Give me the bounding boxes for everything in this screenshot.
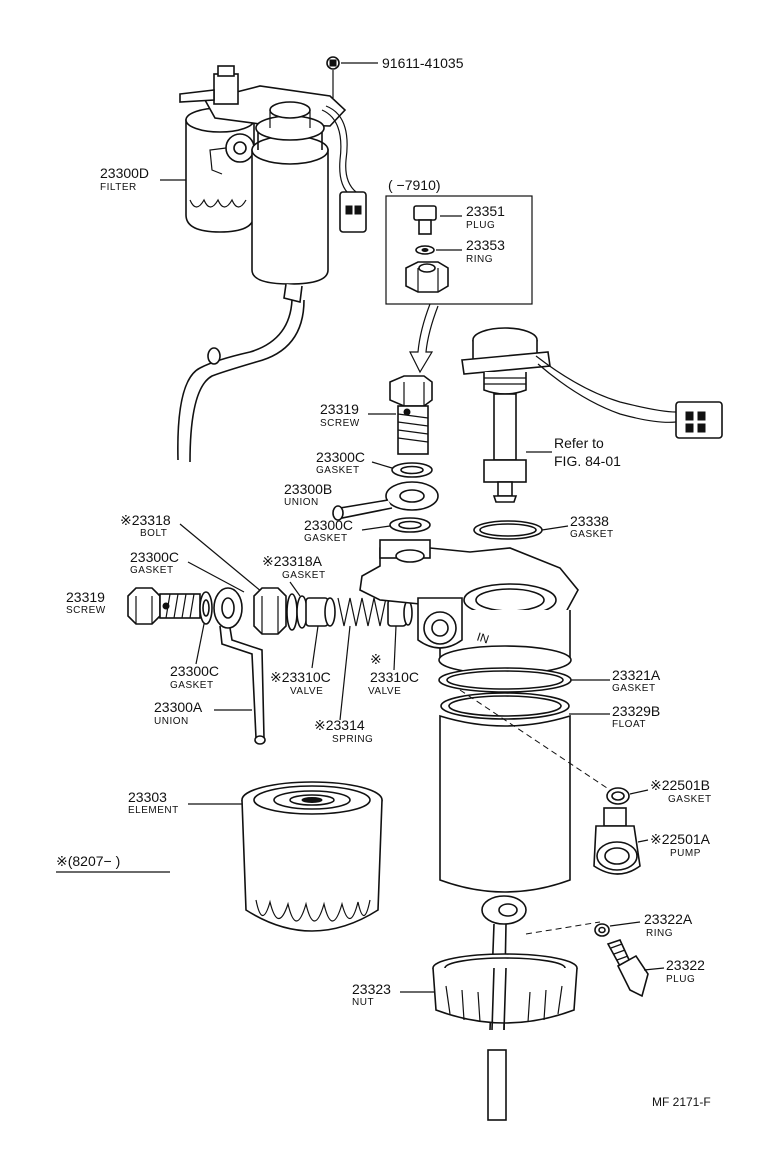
part-desc-23300B: UNION [284, 497, 319, 508]
part-desc-23322: PLUG [666, 974, 695, 985]
gasket-23300C-b[interactable] [389, 517, 431, 533]
part-number-23351: 23351 [466, 203, 505, 219]
part-desc-23310C-b: VALVE [368, 686, 401, 697]
screw-23319-left[interactable] [127, 587, 201, 625]
element-23303[interactable] [241, 781, 383, 932]
filter-head[interactable]: IN [359, 539, 579, 675]
part-desc-23353: RING [466, 254, 493, 265]
union-23300A[interactable] [213, 587, 266, 745]
part-desc-23322A: RING [646, 928, 673, 939]
part-desc-22501A: PUMP [670, 848, 701, 859]
part-desc-23300C-c: GASKET [130, 565, 174, 576]
valve-23310C-a[interactable] [305, 597, 336, 669]
part-number-23318A: ※23318A [262, 553, 323, 569]
part-desc-23338: GASKET [570, 529, 614, 540]
spring-23314[interactable] [337, 597, 387, 721]
part-desc-23319-left: SCREW [66, 605, 106, 616]
part-desc-23323: NUT [352, 997, 374, 1008]
part-number-23318: ※23318 [120, 512, 171, 528]
part-number-23303: 23303 [128, 789, 167, 805]
part-number-23319-left: 23319 [66, 589, 105, 605]
gasket-23300C-a[interactable] [391, 462, 433, 478]
part-number-23300A: 23300A [154, 699, 203, 715]
part-desc-23300A: UNION [154, 716, 189, 727]
part-number-23300D: 23300D [100, 165, 149, 181]
range-box [385, 195, 533, 305]
range-box-label: ( −7910) [388, 177, 441, 193]
bolt-91611-41035[interactable] [326, 56, 378, 98]
part-desc-23300C-b: GASKET [304, 533, 348, 544]
filter-assembly-23300D[interactable] [177, 65, 367, 463]
valve-23310C-b[interactable] [387, 599, 413, 671]
part-desc-23300C-a: GASKET [316, 465, 360, 476]
part-number-23338: 23338 [570, 513, 609, 529]
part-number-23300C-b: 23300C [304, 517, 353, 533]
refer-to-line2: FIG. 84-01 [554, 453, 621, 469]
filter-bowl[interactable] [439, 714, 571, 1121]
ring-23322A[interactable] [594, 921, 641, 937]
ring-23353[interactable] [415, 245, 462, 255]
part-number-23300C-d: 23300C [170, 663, 219, 679]
mark-23310C-b: ※ [370, 651, 382, 667]
part-desc-23321A: GASKET [612, 683, 656, 694]
part-number-23329B: 23329B [612, 703, 660, 719]
part-number-23310C-a: ※23310C [270, 669, 331, 685]
bolt-23318[interactable] [253, 587, 308, 635]
part-number-23310C-b: 23310C [370, 669, 419, 685]
range-arrow [409, 303, 439, 374]
part-desc-23314: SPRING [332, 734, 373, 745]
part-number-23353: 23353 [466, 237, 505, 253]
part-number-91611-41035: 91611-41035 [382, 55, 464, 71]
part-number-23314: ※23314 [314, 717, 365, 733]
part-desc-23329B: FLOAT [612, 719, 646, 730]
nut-plug-hex [405, 261, 449, 293]
figure-code: MF 2171-F [652, 1095, 711, 1109]
screw-23319-top[interactable] [389, 375, 433, 455]
inlet-mark: IN [475, 630, 491, 647]
nut-23323[interactable] [432, 953, 578, 1031]
part-desc-23310C-a: VALVE [290, 686, 323, 697]
gasket-23300C-d[interactable] [195, 591, 213, 665]
part-number-23322A: 23322A [644, 911, 693, 927]
part-number-23319-top: 23319 [320, 401, 359, 417]
part-desc-23300C-d: GASKET [170, 680, 214, 691]
part-desc-22501B: GASKET [668, 794, 712, 805]
water-sensor-assembly[interactable] [461, 327, 723, 503]
part-number-23321A: 23321A [612, 667, 661, 683]
part-desc-23318A: GASKET [282, 570, 326, 581]
production-date-note: ※(8207− ) [56, 853, 120, 869]
part-number-23322: 23322 [666, 957, 705, 973]
gasket-23321A[interactable] [438, 667, 610, 693]
refer-to-line1: Refer to [554, 435, 604, 451]
gasket-22501B[interactable] [606, 787, 649, 805]
part-number-22501B: ※22501B [650, 777, 710, 793]
part-desc-23318: BOLT [140, 528, 167, 539]
float-23329B[interactable] [440, 692, 610, 720]
part-number-22501A: ※22501A [650, 831, 711, 847]
pump-22501A[interactable] [593, 807, 649, 875]
part-desc-23300D: FILTER [100, 182, 137, 193]
gasket-23338[interactable] [473, 520, 569, 540]
plug-23351[interactable] [413, 205, 462, 235]
part-desc-23319-top: SCREW [320, 418, 360, 429]
part-desc-23351: PLUG [466, 220, 495, 231]
part-number-23323: 23323 [352, 981, 391, 997]
part-number-23300C-a: 23300C [316, 449, 365, 465]
union-23300B[interactable] [332, 481, 439, 521]
part-number-23300B: 23300B [284, 481, 332, 497]
part-desc-23303: ELEMENT [128, 805, 179, 816]
part-number-23300C-c: 23300C [130, 549, 179, 565]
plug-23322[interactable] [606, 939, 665, 998]
